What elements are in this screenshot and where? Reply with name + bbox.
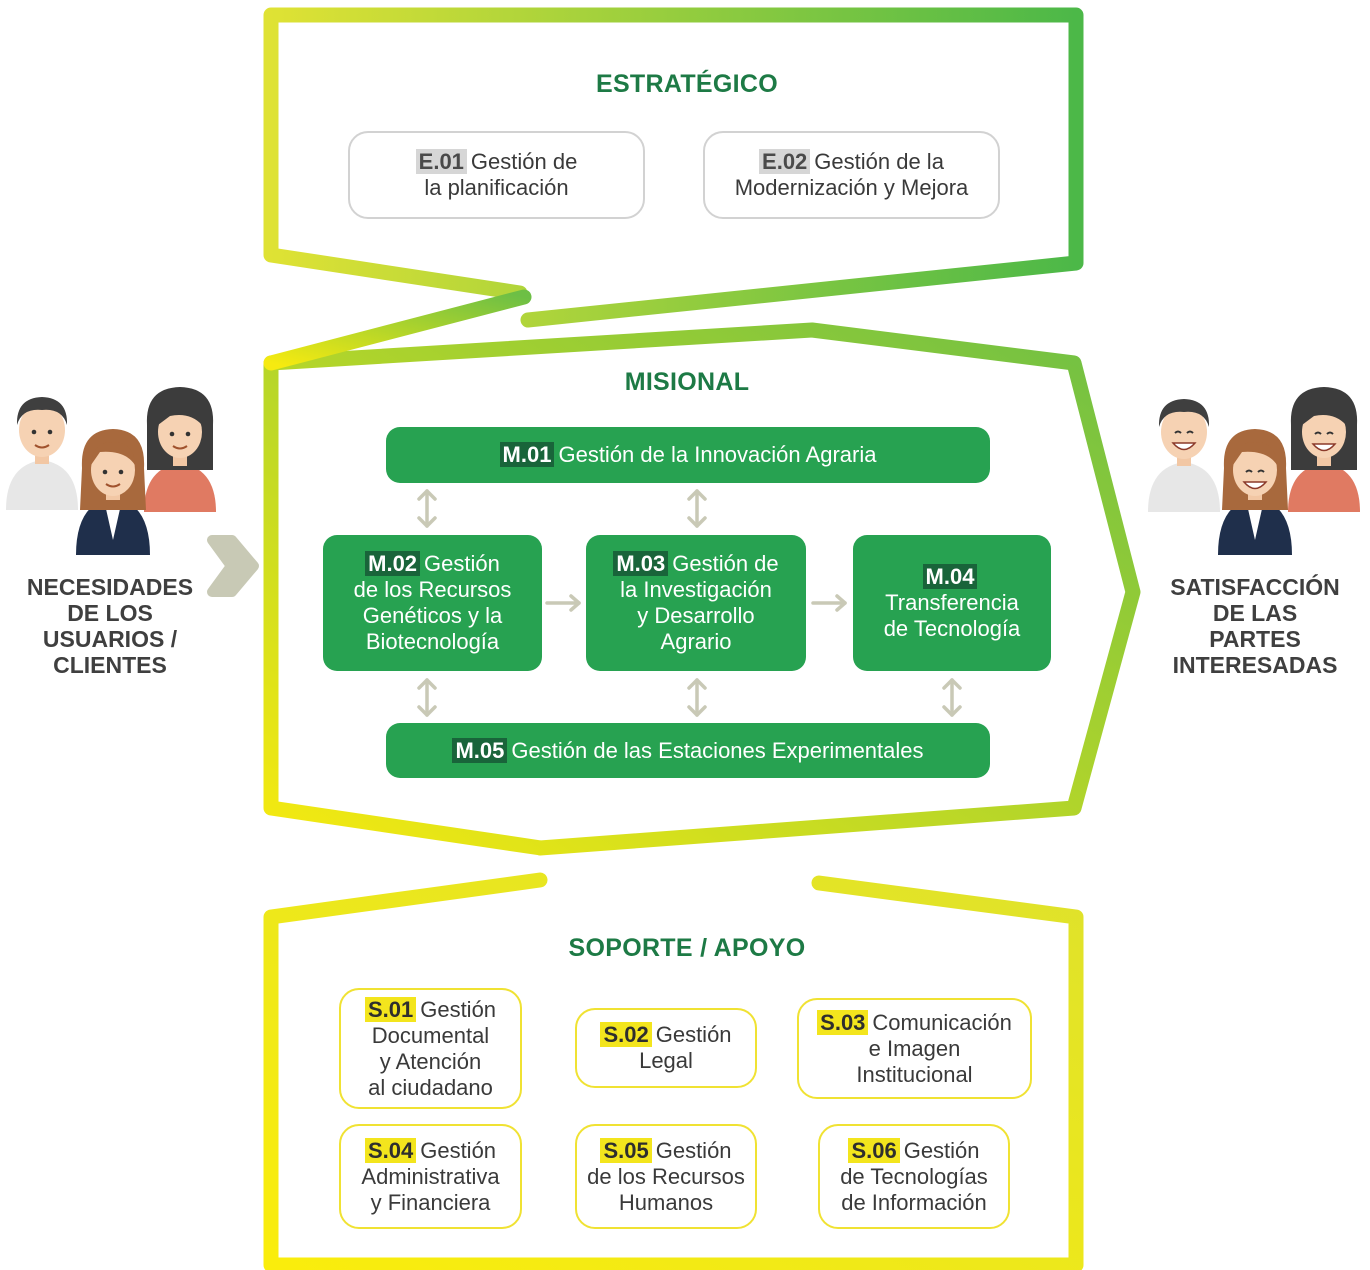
arrow-m02-m03-icon	[545, 594, 581, 612]
arrow-m03-m04-icon	[811, 594, 847, 612]
arrow-m01-m03-icon	[687, 489, 707, 528]
process-code: M.01	[499, 442, 555, 467]
double-arrows	[417, 489, 962, 717]
process-code: S.02	[600, 1022, 652, 1047]
misional-frame-left-return	[263, 289, 532, 371]
input-arrow-icon	[207, 535, 259, 597]
arrow-m04-m05-icon	[942, 678, 962, 717]
misional-frame	[263, 322, 1141, 856]
process-code: E.02	[759, 149, 811, 174]
process-code: M.05	[452, 737, 508, 763]
process-code: M.03	[613, 551, 669, 576]
stakeholder-satisfaction-label: SATISFACCIÓN DE LAS PARTES INTERESADAS	[1170, 574, 1340, 678]
support-title: SOPORTE / APOYO	[568, 934, 806, 962]
process-m04[interactable]: M.04 Transferencia de Tecnología	[853, 535, 1051, 671]
process-code: S.03	[817, 1009, 869, 1035]
process-code: S.04	[364, 1137, 417, 1163]
process-code: E.01	[415, 149, 467, 174]
process-code: S.01	[364, 996, 417, 1022]
arrow-m03-m05-icon	[687, 678, 707, 717]
support-frame	[263, 872, 1084, 1270]
arrow-m01-m02-icon	[417, 489, 437, 528]
satisfied-people-icon	[1148, 387, 1360, 555]
process-code: M.02	[365, 551, 421, 576]
arrow-m02-m05-icon	[417, 678, 437, 717]
strategic-frame	[263, 7, 1084, 328]
process-code: S.06	[848, 1137, 900, 1163]
strategic-title: ESTRATÉGICO	[595, 70, 778, 98]
process-code: M.04	[922, 564, 978, 589]
users-people-icon	[6, 387, 216, 555]
misional-title: MISIONAL	[624, 368, 750, 396]
process-code: S.05	[600, 1137, 652, 1163]
users-needs-label: NECESIDADES DE LOS USUARIOS / CLIENTES	[26, 574, 194, 678]
